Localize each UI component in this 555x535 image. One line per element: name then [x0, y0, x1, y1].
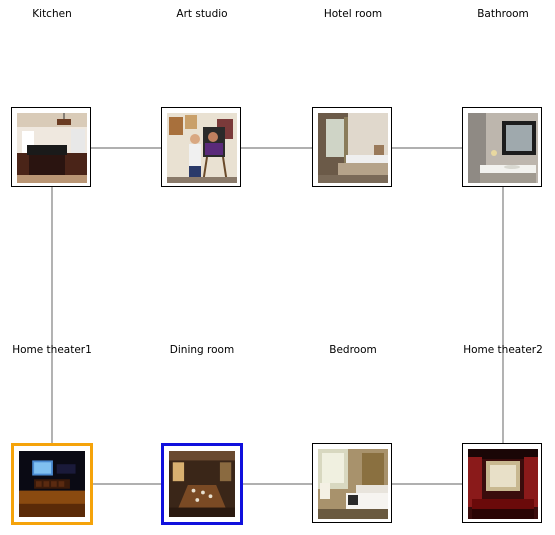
node-home-theater2[interactable] [462, 443, 542, 523]
art-studio-photo-icon [167, 113, 237, 183]
node-bathroom[interactable] [462, 107, 542, 187]
label-home-theater1: Home theater1 [12, 344, 92, 356]
node-art-studio[interactable] [161, 107, 241, 187]
label-bathroom: Bathroom [477, 8, 529, 20]
home-theater-photo-2-icon [468, 449, 538, 519]
label-dining-room: Dining room [169, 344, 235, 356]
node-hotel-room[interactable] [312, 107, 392, 187]
dining-room-photo-icon [169, 451, 235, 517]
hotel-room-photo-icon [318, 113, 388, 183]
label-bedroom: Bedroom [329, 344, 377, 356]
label-art-studio: Art studio [176, 8, 228, 20]
label-hotel-room: Hotel room [323, 8, 383, 20]
label-home-theater2: Home theater2 [463, 344, 543, 356]
node-bedroom[interactable] [312, 443, 392, 523]
label-kitchen: Kitchen [32, 8, 72, 20]
kitchen-photo-icon [17, 113, 87, 183]
node-kitchen[interactable] [11, 107, 91, 187]
bedroom-photo-icon [318, 449, 388, 519]
node-home-theater1[interactable] [11, 443, 93, 525]
node-dining-room[interactable] [161, 443, 243, 525]
bathroom-photo-icon [468, 113, 538, 183]
home-theater-photo-icon [19, 451, 85, 517]
